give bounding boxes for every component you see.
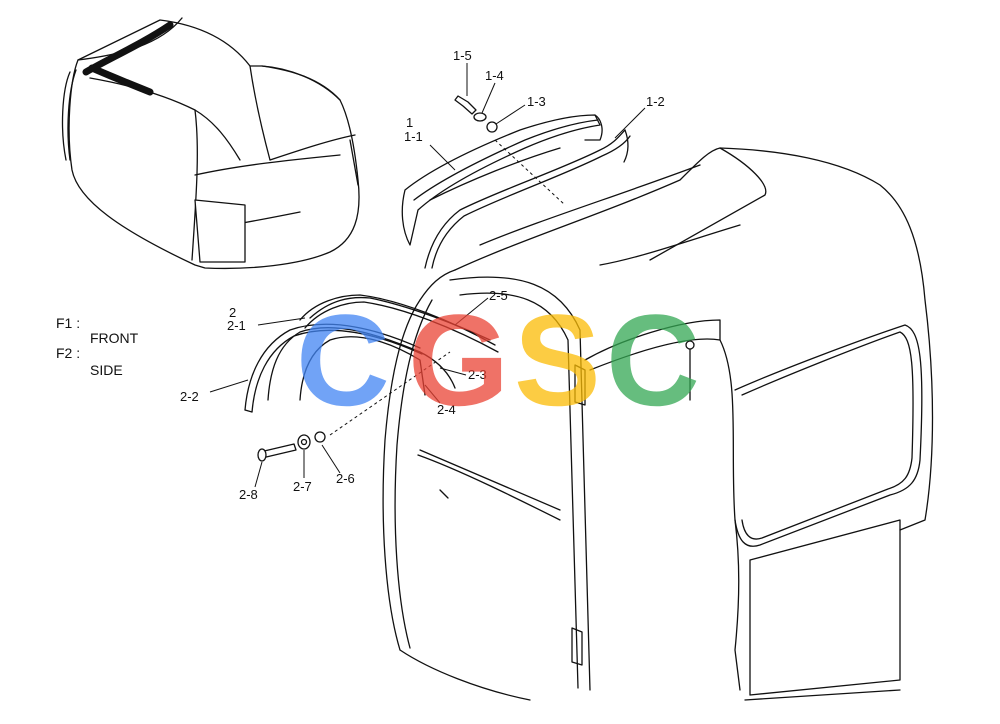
callout-2-2: 2-2: [180, 389, 199, 404]
legend-f2-value: SIDE: [90, 362, 123, 378]
callout-1-4: 1-4: [485, 68, 504, 83]
leader-lines: [209, 63, 646, 488]
cab-inset-illustration: [61, 17, 360, 270]
callout-2-7: 2-7: [293, 479, 312, 494]
callout-2-8: 2-8: [239, 487, 258, 502]
watermark-letter-c2: C: [606, 287, 700, 433]
callout-1-5: 1-5: [453, 48, 472, 63]
callout-1-3: 1-3: [527, 94, 546, 109]
callout-2-1: 2-1: [227, 318, 246, 333]
callout-1-1: 1-1: [404, 129, 423, 144]
legend-f1-value: FRONT: [90, 330, 139, 346]
callout-2-3: 2-3: [468, 367, 487, 382]
callout-2-6: 2-6: [336, 471, 355, 486]
callout-2-5: 2-5: [489, 288, 508, 303]
watermark-letter-c1: C: [296, 287, 390, 433]
front-visor-assembly: [401, 95, 631, 269]
callout-2-4: 2-4: [437, 402, 456, 417]
callout-2: 2: [229, 305, 236, 320]
legend-f1-key: F1 :: [56, 315, 80, 331]
view-legend: F1 : FRONT F2 : SIDE: [56, 315, 139, 378]
callout-labels: 1-5 1-4 1-3 1 1-1 1-2 2 2-1 2-2 2-5 2-3 …: [180, 48, 665, 502]
cab-illustration: [382, 147, 934, 701]
watermark-logo: C G S C: [296, 287, 700, 433]
watermark-letter-g: G: [408, 287, 509, 433]
legend-f2-key: F2 :: [56, 345, 80, 361]
watermark-letter-s: S: [514, 287, 601, 433]
callout-1-2: 1-2: [646, 94, 665, 109]
callout-1: 1: [406, 115, 413, 130]
